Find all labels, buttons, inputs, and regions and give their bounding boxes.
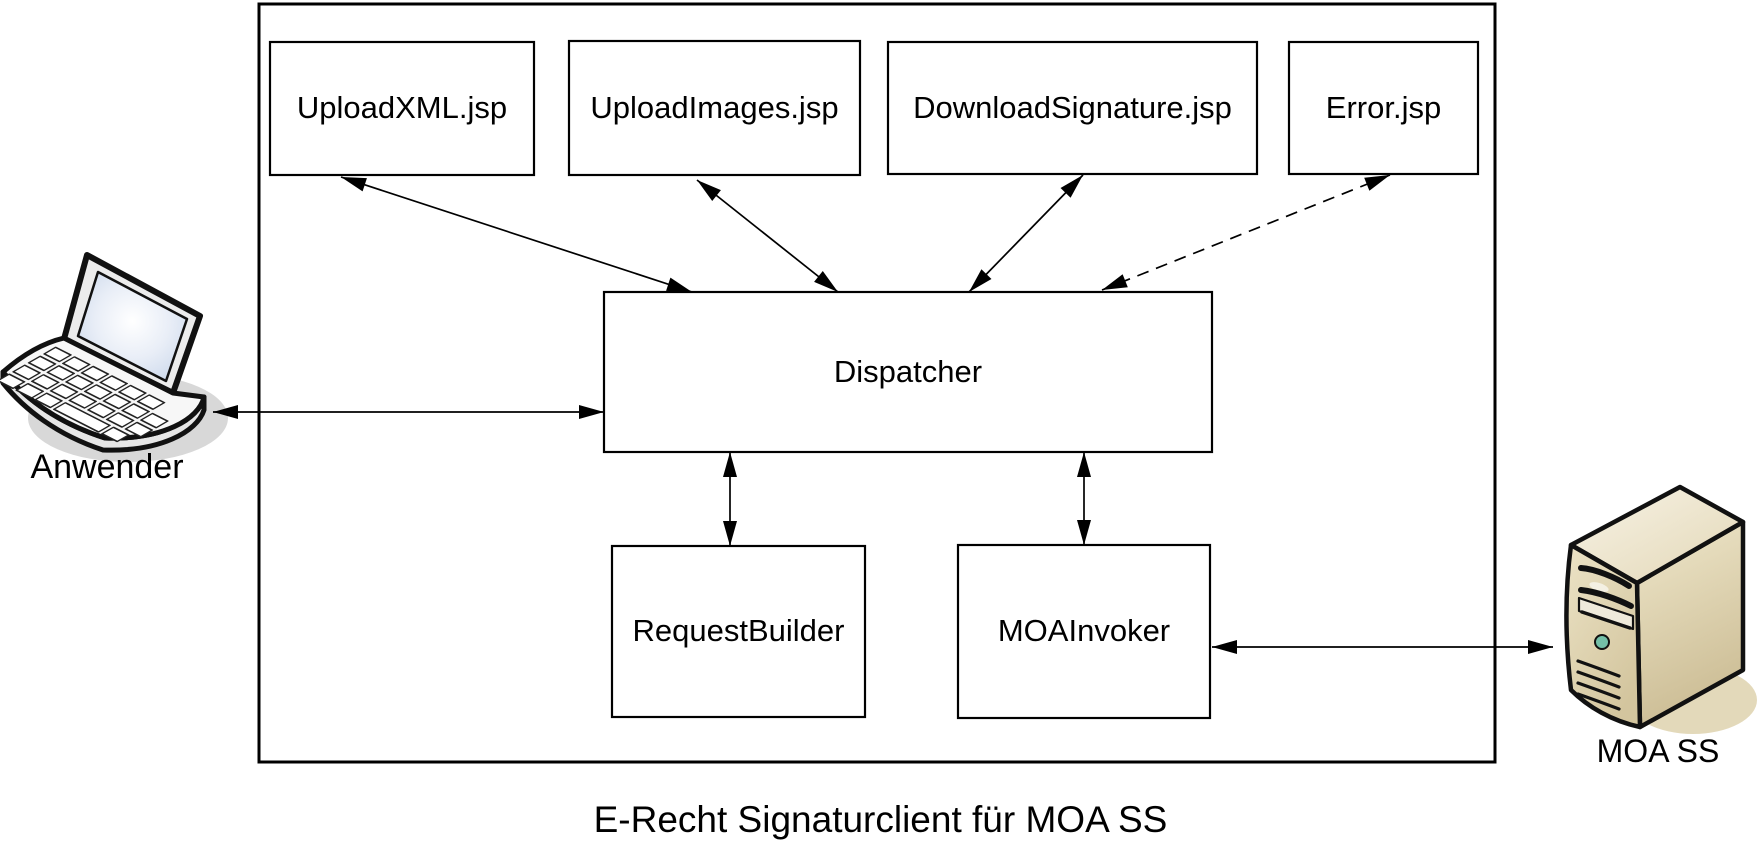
arrow-error-dispatcher-dashed [1101, 174, 1391, 291]
server-power-button [1594, 634, 1610, 650]
node-requestbuilder-box [610, 544, 867, 719]
server-icon [1564, 484, 1757, 734]
laptop-keyboard [0, 346, 169, 443]
node-downloadsignature-box [886, 40, 1259, 176]
connector-arrows [213, 174, 1553, 654]
arrow-uploadimages-dispatcher [696, 179, 839, 293]
node-uploadxml-box [268, 40, 536, 177]
node-uploadimages-box [567, 39, 862, 177]
laptop-icon [0, 252, 228, 462]
laptop-screen [76, 270, 189, 383]
server-disc-tray [1589, 582, 1609, 592]
arrow-uploadxml-dispatcher [340, 176, 693, 293]
node-error-box [1287, 40, 1480, 176]
arrow-downloadsignature-dispatcher [968, 174, 1084, 293]
node-moainvoker-box [956, 543, 1212, 720]
node-dispatcher-box [602, 290, 1214, 454]
